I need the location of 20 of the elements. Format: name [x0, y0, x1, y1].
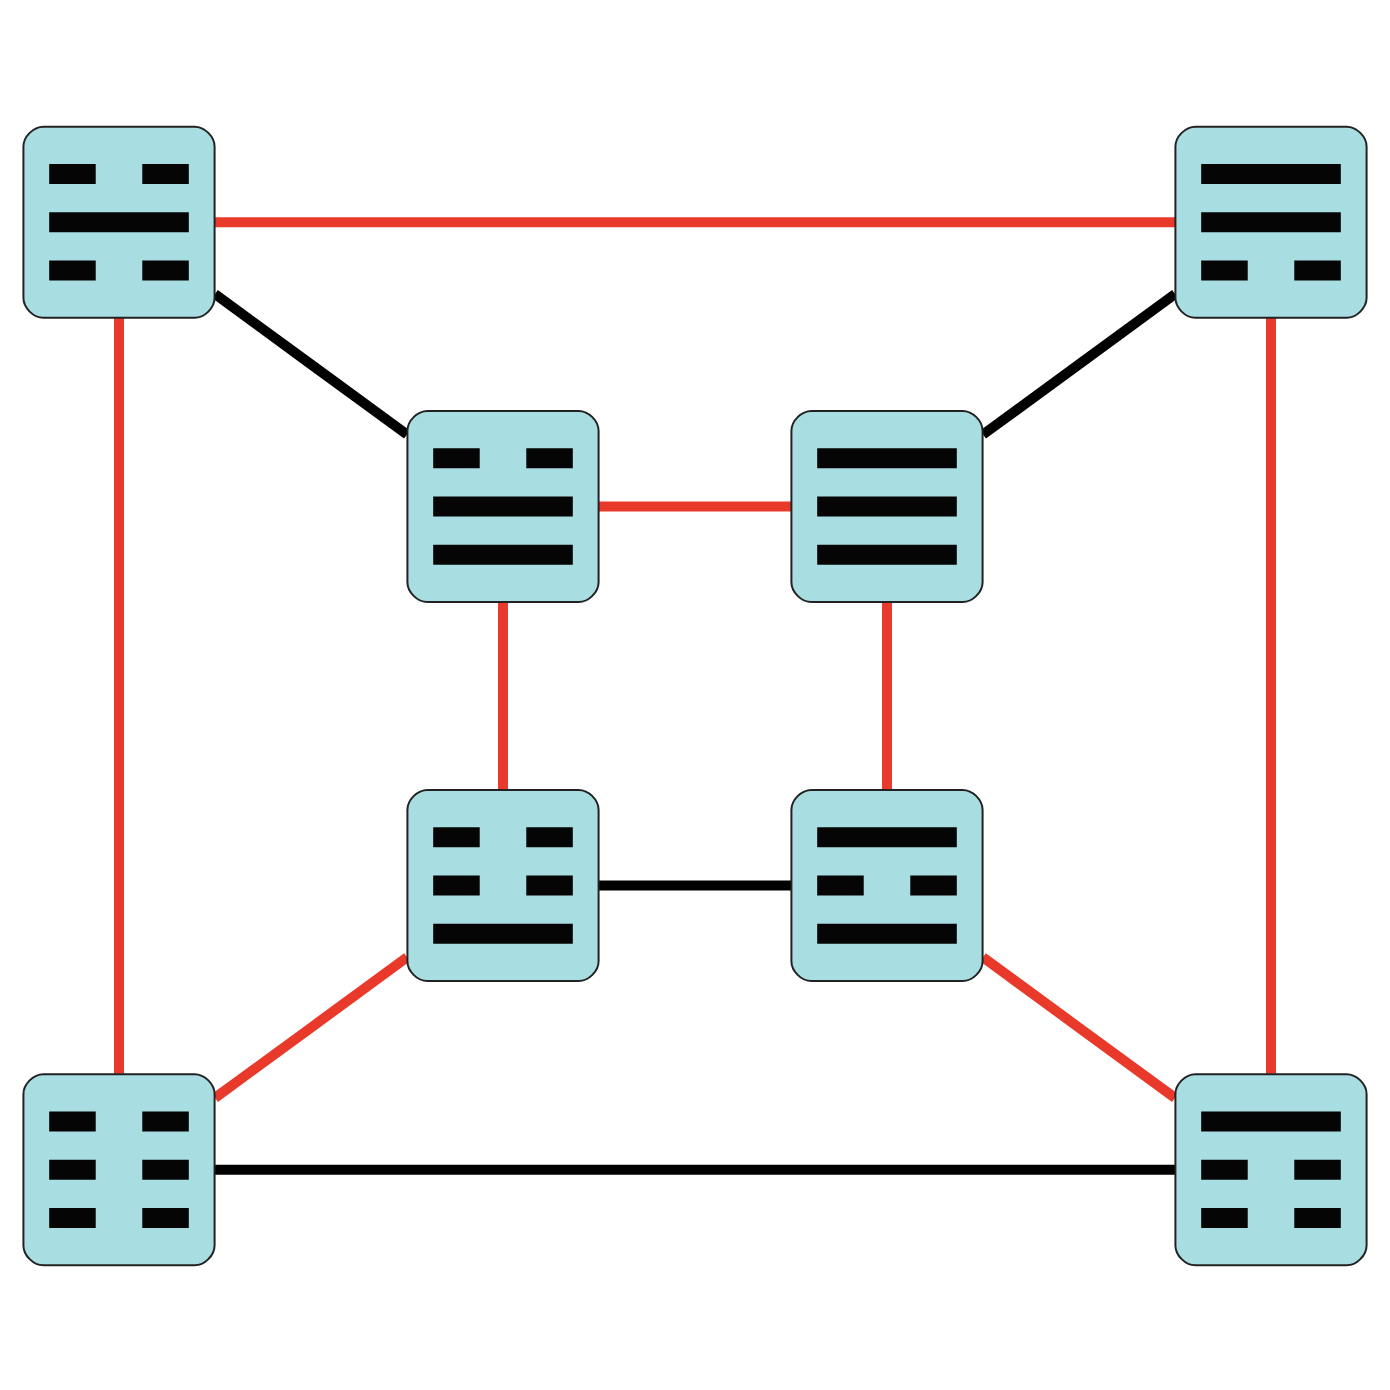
connector: [498, 601, 508, 789]
connector: [211, 289, 410, 438]
connector: [882, 601, 892, 789]
connector: [598, 500, 792, 511]
connector: [114, 316, 124, 1073]
node-picture: [406, 408, 600, 603]
node-picture: [22, 1072, 216, 1266]
node-picture: [406, 787, 600, 982]
node-picture: [1174, 1072, 1368, 1266]
node-picture: [790, 408, 984, 603]
connector: [214, 216, 1176, 227]
connector: [212, 952, 410, 1101]
node-picture: [790, 787, 984, 982]
connector: [1266, 316, 1276, 1073]
connector: [214, 1163, 1176, 1174]
node-picture: [1174, 124, 1368, 318]
connector: [598, 879, 792, 890]
node-picture: [22, 124, 216, 318]
connector: [980, 289, 1179, 438]
connector: [980, 952, 1178, 1101]
